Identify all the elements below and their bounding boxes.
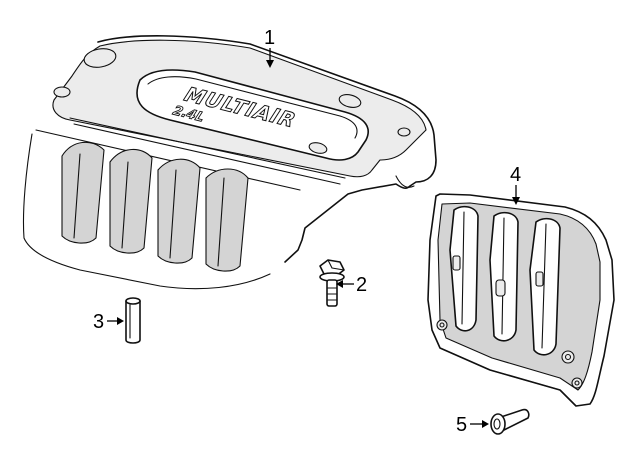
grommet-head-inner (493, 418, 501, 430)
grommet (490, 408, 530, 435)
cover-skirt-edge (22, 133, 271, 290)
shield-tab-2 (495, 279, 506, 297)
cover-boss-right (308, 142, 328, 154)
cover-boss-mid (338, 94, 362, 108)
spacer (125, 297, 141, 344)
callout-3: 3 (93, 311, 124, 333)
cover-notch (395, 175, 415, 188)
bolt-shank (326, 279, 338, 307)
runner-2 (109, 148, 153, 254)
heat-shield (427, 193, 615, 407)
cover-groove-3 (35, 129, 301, 191)
shield-rib-3-line (541, 223, 547, 349)
cover-groove-2 (73, 123, 341, 185)
callout-2-label: 2 (356, 274, 367, 296)
logo-plate-inner-edge (147, 76, 358, 139)
shield-mount-hole-left-inner (439, 322, 445, 328)
intake-runners (61, 141, 249, 272)
shield-rib-1 (449, 205, 479, 332)
grommet-head (490, 413, 506, 435)
callout-3-label: 3 (93, 311, 104, 333)
shield-rib-2-line (501, 217, 505, 335)
bolt (319, 259, 345, 307)
runner-line-4 (217, 177, 225, 267)
cover-groove-1 (69, 117, 346, 179)
shield-rib-2 (489, 211, 519, 342)
callout-3-arrow (117, 317, 124, 325)
callout-4-label: 4 (510, 164, 521, 186)
logo-plate (136, 69, 369, 161)
callout-5-label: 5 (456, 414, 467, 436)
bolt-head-flat (327, 259, 345, 271)
shield-mount-hole-bottom-inner (564, 353, 572, 361)
runner-line-1 (73, 153, 81, 239)
runner-1 (61, 141, 105, 244)
shield-lower-flange (439, 347, 577, 407)
engine-cover: MULTIAIR 2.4L (22, 35, 437, 290)
cover-boss-edge (53, 86, 71, 98)
runner-3 (157, 158, 201, 264)
callout-2: 2 (336, 274, 367, 296)
shield-tab-1 (452, 255, 461, 271)
shield-mount-hole-bottom (561, 350, 575, 364)
callout-2-arrow (336, 280, 343, 288)
runner-line-2 (121, 161, 129, 249)
cover-boss-left (83, 48, 117, 68)
shield-tab-3 (535, 271, 544, 287)
shield-rib-3 (529, 217, 561, 356)
runner-line-3 (169, 169, 177, 259)
shield-mount-hole-left (436, 319, 448, 331)
callout-5: 5 (456, 414, 489, 436)
shield-rib-1-line (461, 211, 465, 325)
callout-1: 1 (264, 27, 275, 68)
spacer-top (125, 297, 141, 305)
callout-5-arrow (482, 420, 489, 428)
callout-4: 4 (510, 164, 521, 205)
cover-boss-far-right (397, 127, 411, 137)
shield-mount-hole-right (571, 377, 583, 389)
runner-4 (205, 168, 249, 272)
callout-1-label: 1 (264, 27, 275, 49)
spacer-body (125, 300, 141, 344)
callout-4-arrow (512, 197, 520, 205)
callout-1-arrow (266, 60, 274, 68)
shield-mount-hole-right-inner (574, 380, 580, 386)
